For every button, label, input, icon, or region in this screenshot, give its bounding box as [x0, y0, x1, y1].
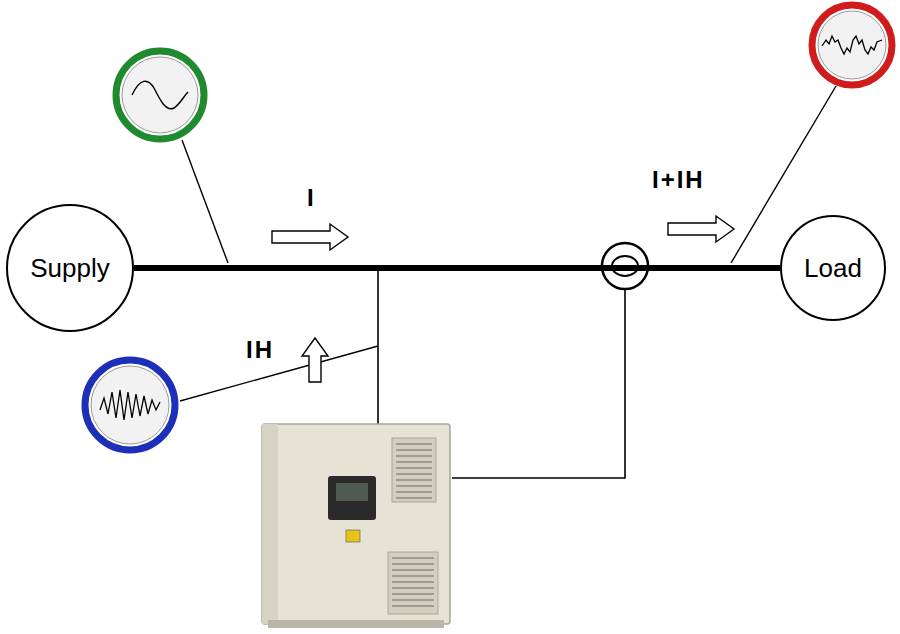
leader-line [182, 140, 228, 263]
sine-wave-icon [116, 51, 204, 139]
current-arrow [668, 216, 734, 242]
current-label: I [305, 184, 318, 212]
distorted-wave-icon [812, 5, 892, 85]
filter-cabinet [262, 424, 450, 628]
bus-line [134, 265, 780, 271]
ct-wire [452, 290, 625, 478]
current-transformer [602, 243, 648, 289]
leader-line [180, 346, 378, 401]
node-label: Supply [30, 253, 110, 284]
node-label: Load [804, 253, 862, 284]
current-arrow [272, 224, 348, 250]
terminal-circle: Supply [6, 204, 134, 332]
harmonic-wave-icon [85, 360, 175, 450]
current-label: I+IH [650, 166, 707, 194]
terminal-circle: Load [780, 215, 886, 321]
filter-wire [377, 266, 379, 428]
current-label: IH [244, 336, 276, 364]
harmonic-current-arrow [302, 338, 328, 382]
